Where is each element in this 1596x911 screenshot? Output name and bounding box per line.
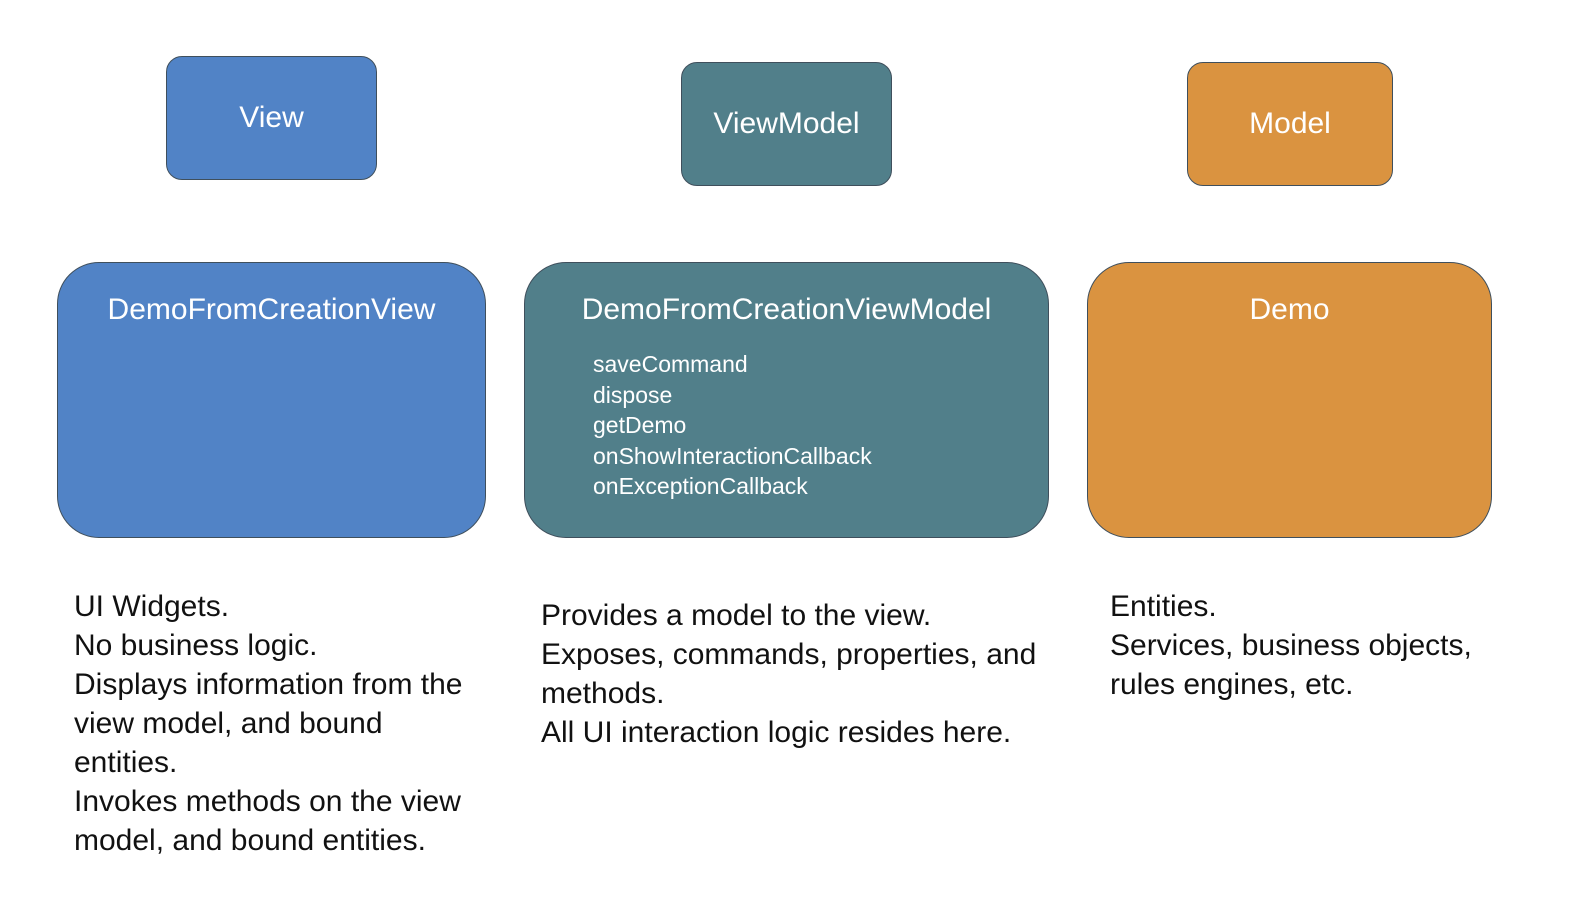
- view-description: UI Widgets. No business logic. Displays …: [74, 587, 494, 860]
- viewmodel-layer-label: ViewModel: [713, 107, 860, 140]
- viewmodel-class-name: DemoFromCreationViewModel: [581, 293, 992, 326]
- view-class-name: DemoFromCreationView: [107, 293, 436, 326]
- model-class-box: Demo: [1087, 262, 1492, 538]
- viewmodel-member: onShowInteractionCallback: [593, 442, 872, 469]
- view-description-line: UI Widgets.: [74, 590, 230, 623]
- viewmodel-member-list: saveCommand dispose getDemo onShowIntera…: [593, 349, 872, 502]
- viewmodel-member: getDemo: [593, 412, 687, 438]
- view-description-line: Invokes methods on the view model, and b…: [74, 785, 461, 857]
- model-description-line: Services, business objects, rules engine…: [1110, 629, 1472, 701]
- model-description-line: Entities.: [1110, 590, 1217, 623]
- model-class-name: Demo: [1249, 293, 1330, 326]
- viewmodel-description-line: Provides a model to the view.: [541, 599, 932, 632]
- viewmodel-member: onExceptionCallback: [593, 473, 808, 499]
- viewmodel-layer-box: ViewModel: [681, 62, 892, 186]
- model-description: Entities. Services, business objects, ru…: [1110, 587, 1530, 704]
- view-layer-box: View: [166, 56, 377, 180]
- view-description-line: No business logic.: [74, 629, 318, 662]
- viewmodel-description-line: Exposes, commands, properties, and metho…: [541, 638, 1037, 710]
- model-layer-label: Model: [1249, 107, 1331, 140]
- viewmodel-class-box: DemoFromCreationViewModel saveCommand di…: [524, 262, 1049, 538]
- model-layer-box: Model: [1187, 62, 1393, 186]
- view-layer-label: View: [239, 101, 304, 134]
- viewmodel-description-line: All UI interaction logic resides here.: [541, 716, 1012, 749]
- view-class-box: DemoFromCreationView: [57, 262, 486, 538]
- view-description-line: Displays information from the view model…: [74, 668, 463, 779]
- viewmodel-member: saveCommand: [593, 351, 748, 377]
- viewmodel-member: dispose: [593, 381, 673, 408]
- viewmodel-description: Provides a model to the view. Exposes, c…: [541, 596, 1041, 752]
